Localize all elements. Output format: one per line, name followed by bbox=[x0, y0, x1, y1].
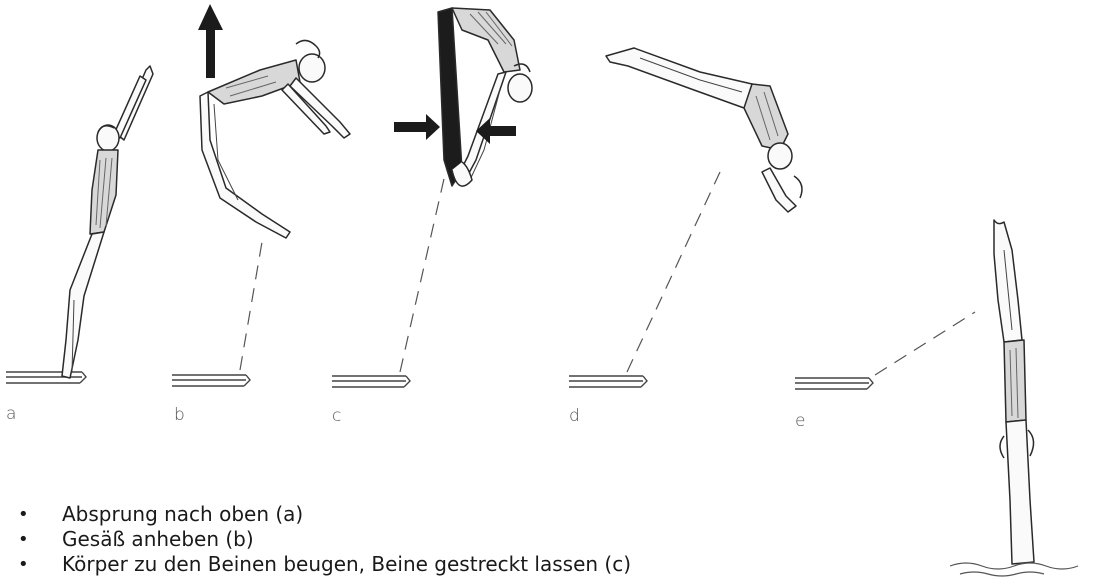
arrow-up-icon bbox=[198, 4, 223, 78]
stage-label-c: c bbox=[332, 406, 341, 426]
step-item-3: Körper zu den Beinen beugen, Beine gestr… bbox=[18, 552, 631, 577]
springboard-d bbox=[569, 376, 647, 387]
springboard-c bbox=[332, 376, 410, 387]
arrow-right-icon bbox=[394, 114, 440, 140]
water-surface bbox=[950, 563, 1078, 576]
springboard-a bbox=[6, 372, 86, 383]
diver-d-extending bbox=[606, 48, 802, 212]
step-list: Absprung nach oben (a) Gesäß anheben (b)… bbox=[18, 502, 631, 577]
springboard-b bbox=[172, 375, 250, 386]
stage-label-d: d bbox=[569, 406, 580, 426]
stage-label-b: b bbox=[174, 405, 185, 425]
diver-b-hips-up bbox=[200, 40, 350, 238]
stage-label-e: e bbox=[795, 411, 805, 431]
diver-a-takeoff bbox=[62, 66, 153, 378]
trajectory-lines bbox=[240, 170, 975, 375]
diver-e-entry bbox=[994, 220, 1034, 564]
step-item-2: Gesäß anheben (b) bbox=[18, 527, 631, 552]
diver-c-pike bbox=[438, 8, 532, 186]
stage-label-a: a bbox=[6, 404, 16, 424]
step-item-1: Absprung nach oben (a) bbox=[18, 502, 631, 527]
springboard-e bbox=[795, 378, 873, 389]
